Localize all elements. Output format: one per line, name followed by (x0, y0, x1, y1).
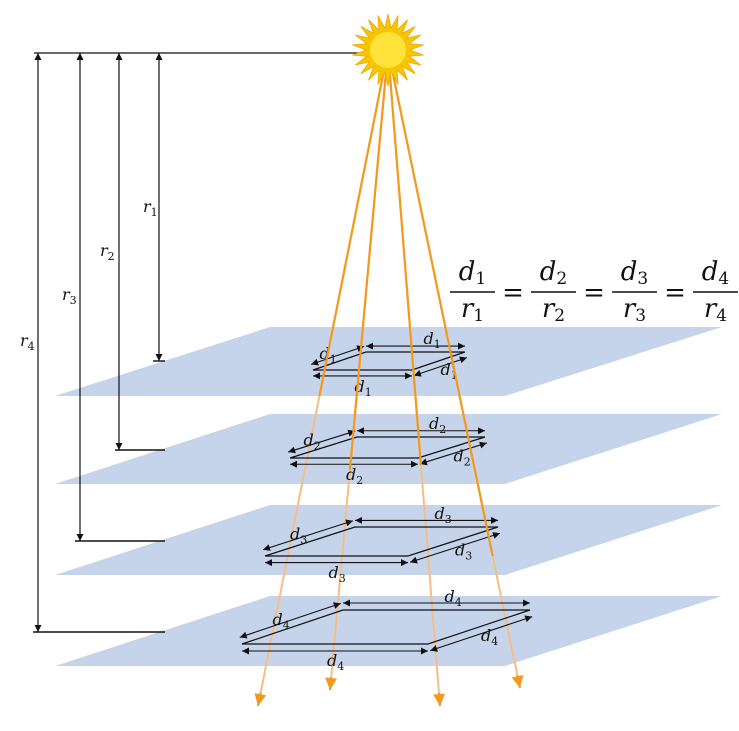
square-3-right-arrow (409, 532, 501, 564)
plane-4 (55, 596, 722, 666)
equation-numerator-1: d1 (459, 257, 486, 289)
square-1-left-label: d1 (320, 344, 337, 366)
square-4-right-arrow (430, 615, 533, 652)
square-2-front-label: d2 (346, 465, 363, 487)
sun-core (370, 32, 406, 68)
square-2-left-arrow (287, 429, 356, 454)
square-1-back-label: d1 (424, 329, 441, 351)
distance-label-r4: r4 (20, 331, 35, 353)
equation-equals-2: = (583, 278, 605, 308)
equation-equals-3: = (664, 278, 686, 308)
equation-numerator-3: d3 (621, 257, 648, 289)
square-4-left-label: d4 (273, 610, 290, 632)
plane-3 (55, 505, 722, 575)
equation-numerator-4: d4 (702, 257, 729, 289)
square-1-left-arrow (310, 345, 365, 366)
square-4-front-label: d4 (327, 651, 344, 673)
distance-label-r3: r3 (62, 285, 77, 307)
light-ray-3-arrowhead (433, 692, 446, 707)
square-4-left-arrow (239, 602, 341, 639)
distance-label-r1: r1 (143, 197, 158, 219)
light-ray-1 (318, 49, 390, 397)
square-1-right-arrow (413, 356, 468, 377)
light-ray-2-arrowhead (325, 677, 338, 691)
square-2-right-arrow (419, 441, 488, 466)
light-ray-4 (386, 49, 494, 557)
square-3-left-label: d3 (290, 525, 307, 547)
square-2-left-label: d2 (304, 431, 321, 453)
light-ray-3 (386, 49, 422, 466)
plane-1 (55, 327, 722, 396)
light-ray-2 (348, 49, 390, 471)
square-2-right-label: d2 (454, 447, 471, 469)
square-2-back-label: d2 (429, 414, 446, 436)
equation-denominator-4: r4 (704, 294, 727, 326)
sun-icon (352, 13, 424, 87)
square-3-front-label: d3 (329, 563, 346, 585)
equation-denominator-3: r3 (623, 294, 646, 326)
plane-2 (55, 414, 722, 484)
light-ray-4-arrowhead (511, 675, 524, 689)
square-3-back-label: d3 (435, 504, 452, 526)
square-2: d2 d2 d2 d2 (287, 414, 488, 487)
light-ray-1-arrowhead (254, 692, 267, 707)
square-3-right-label: d3 (455, 541, 472, 563)
square-3-left-arrow (262, 519, 354, 551)
equation-denominator-1: r1 (461, 294, 484, 326)
square-4-back-label: d4 (445, 587, 462, 609)
distance-label-r2: r2 (100, 241, 115, 263)
square-1-front-label: d1 (355, 377, 372, 399)
square-4: d4 d4 d4 d4 (239, 587, 533, 673)
equation-numerator-2: d2 (540, 257, 567, 289)
square-4-right-label: d4 (481, 626, 498, 648)
equation-equals-1: = (502, 278, 524, 308)
equation-denominator-2: r2 (542, 294, 565, 326)
